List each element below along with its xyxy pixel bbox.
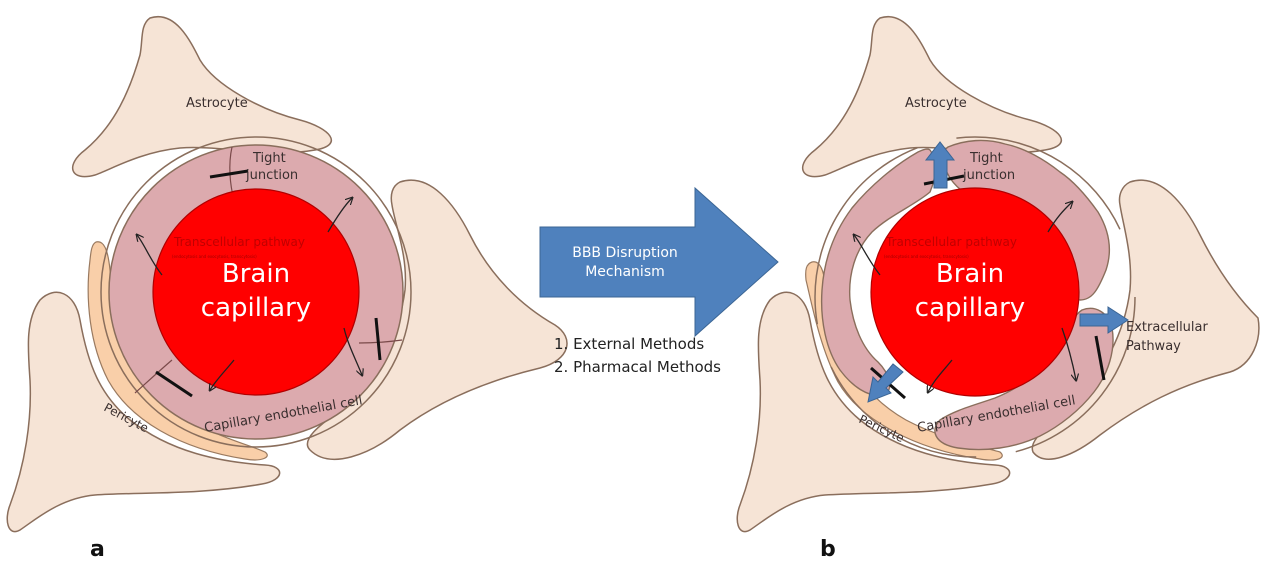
transcellular-label: Transcellular pathway [173,235,305,249]
disruption-arrow: BBB Disruption Mechanism 1. External Met… [540,188,778,376]
extracellular-label-1: Extracellular [1126,320,1209,335]
panel-letter-b: b [820,537,836,562]
brain-capillary-label-2: capillary [915,293,1025,323]
brain-capillary [871,188,1079,396]
astrocyte-label: Astrocyte [186,96,248,111]
panel-a: Astrocyte Tight junction Transcellular p… [7,17,567,562]
panel-letter-a: a [90,537,105,562]
transport-arrow [854,235,880,275]
extracellular-label-2: Pathway [1126,339,1181,354]
method-2: 2. Pharmacal Methods [554,358,721,376]
astrocyte-label: Astrocyte [905,96,967,111]
method-1: 1. External Methods [554,335,704,353]
tight-junction-label-1: Tight [252,151,286,166]
brain-capillary-label-2: capillary [201,293,311,323]
brain-capillary-label-1: Brain [936,259,1004,289]
brain-capillary-label-1: Brain [222,259,290,289]
transcellular-label: Transcellular pathway [885,235,1017,249]
arrow-label-1: BBB Disruption [572,245,678,261]
big-arrow [540,188,778,336]
brain-capillary [153,189,359,395]
tight-junction-label-1: Tight [969,151,1003,166]
arrow-label-2: Mechanism [585,264,665,280]
tight-junction-label-2: junction [245,168,298,183]
tight-junction-label-2: junction [962,168,1015,183]
panel-b: Astrocyte Tight junction Transcellular p… [737,17,1259,562]
